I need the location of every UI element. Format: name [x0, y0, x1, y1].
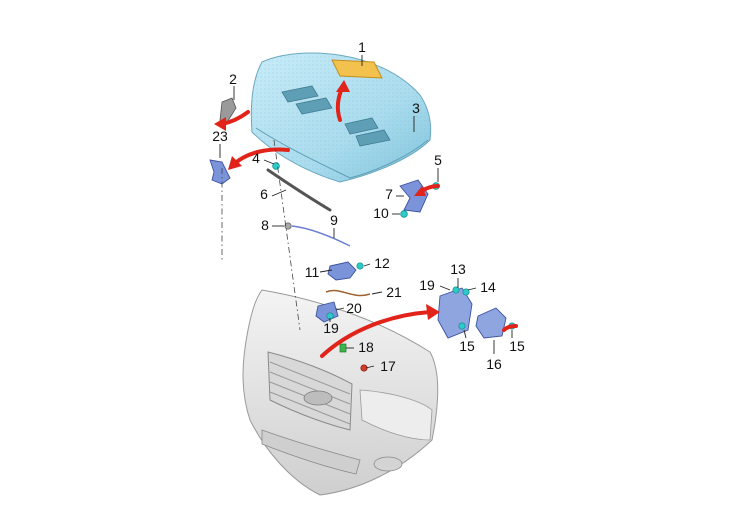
callout-6: 6: [260, 186, 268, 202]
callout-12: 12: [374, 255, 390, 271]
callout-15a: 15: [459, 338, 475, 354]
hood-seal-part: [219, 97, 237, 125]
hood-latch-11-part: [327, 261, 357, 281]
callout-1: 1: [358, 39, 366, 55]
callout-19a: 19: [419, 277, 435, 293]
latch-support-13-part: [437, 287, 473, 339]
callout-2: 2: [229, 71, 237, 87]
callout-4: 4: [252, 150, 260, 166]
front-bumper-part: [242, 289, 439, 496]
hood-part: [250, 52, 432, 183]
callout-11: 11: [305, 264, 320, 280]
callout-number-group: 1 2 3 4 5 6 7 8 9 10 11 12 13 14 15 15 1…: [212, 39, 525, 374]
callout-10: 10: [373, 205, 389, 221]
callout-16: 16: [486, 356, 502, 372]
callout-8: 8: [261, 217, 269, 233]
callout-15b: 15: [509, 338, 525, 354]
callout-19b: 19: [323, 320, 339, 336]
insulator-pad-part: [331, 59, 383, 79]
hood-seal-strip-part: [266, 168, 332, 212]
latch-support-16-part: [475, 307, 507, 339]
callout-7: 7: [385, 186, 393, 202]
leader-line-group: [219, 55, 513, 369]
direction-arrow-group: [214, 80, 518, 358]
callout-20: 20: [346, 300, 362, 316]
hood-bracket-23-part: [209, 159, 231, 185]
callout-18: 18: [358, 339, 374, 355]
release-cable-part: [291, 225, 351, 247]
callout-3: 3: [412, 100, 420, 116]
callout-17: 17: [380, 358, 396, 374]
release-cable-21-part: [325, 289, 371, 297]
callout-21: 21: [386, 284, 402, 300]
callout-9: 9: [330, 212, 338, 228]
callout-5: 5: [434, 152, 442, 168]
callout-14: 14: [480, 279, 496, 295]
callout-23: 23: [212, 128, 228, 144]
assembly-centerline-group: [221, 139, 301, 331]
callout-13: 13: [450, 261, 466, 277]
